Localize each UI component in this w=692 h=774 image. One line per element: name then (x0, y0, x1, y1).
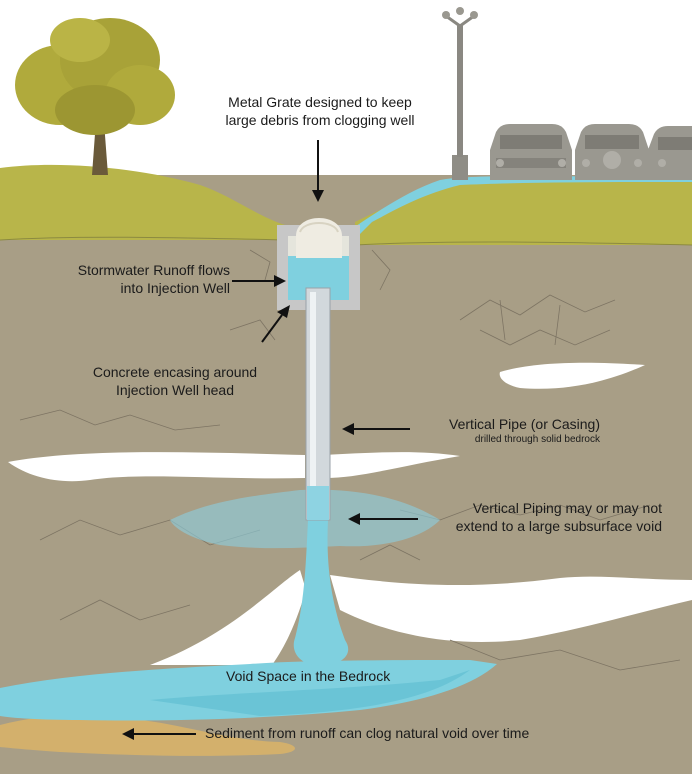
parked-car-icon (575, 124, 649, 180)
parked-car-icon (648, 126, 692, 180)
label-metal-grate: Metal Grate designed to keep large debri… (200, 94, 440, 129)
label-vertical-pipe-line1: Vertical Pipe (or Casing) (400, 416, 600, 434)
arrow-metal-grate (312, 140, 324, 202)
label-stormwater: Stormwater Runoff flows into Injection W… (20, 262, 230, 297)
label-vertical-piping: Vertical Piping may or may not extend to… (418, 500, 662, 535)
label-metal-grate-line1: Metal Grate designed to keep (200, 94, 440, 112)
label-void-space-text: Void Space in the Bedrock (226, 668, 390, 686)
label-vertical-pipe-line2: drilled through solid bedrock (400, 434, 600, 447)
street-lamp-icon (442, 7, 478, 180)
label-vertical-pipe: Vertical Pipe (or Casing) drilled throug… (400, 416, 600, 446)
label-stormwater-line1: Stormwater Runoff flows (20, 262, 230, 280)
tree-icon (15, 18, 175, 175)
vertical-pipe (306, 288, 330, 520)
label-sediment: Sediment from runoff can clog natural vo… (205, 725, 529, 743)
label-concrete: Concrete encasing around Injection Well … (75, 364, 275, 399)
parked-car-icon (490, 124, 572, 180)
label-concrete-line1: Concrete encasing around (75, 364, 275, 382)
label-vertical-piping-line1: Vertical Piping may or may not (418, 500, 662, 518)
metal-grate-icon (296, 218, 342, 258)
label-vertical-piping-line2: extend to a large subsurface void (418, 518, 662, 536)
label-sediment-text: Sediment from runoff can clog natural vo… (205, 725, 529, 743)
label-stormwater-line2: into Injection Well (20, 280, 230, 298)
label-void-space: Void Space in the Bedrock (226, 668, 390, 686)
label-metal-grate-line2: large debris from clogging well (200, 112, 440, 130)
label-concrete-line2: Injection Well head (75, 382, 275, 400)
